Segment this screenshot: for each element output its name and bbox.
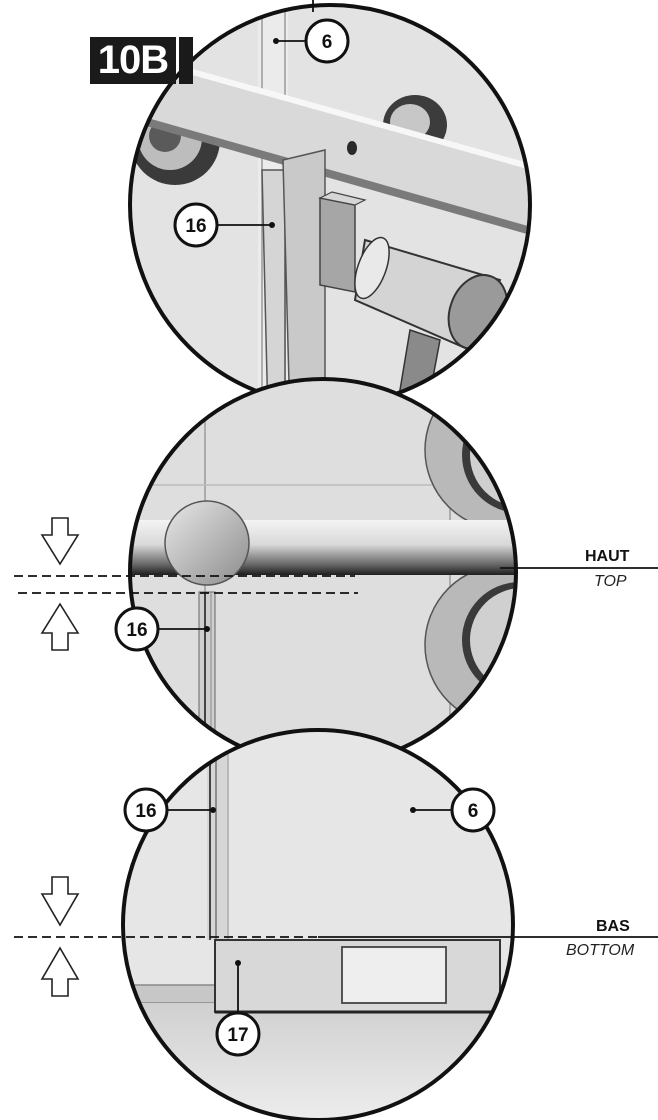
- bottom-label-english: BOTTOM: [566, 942, 635, 959]
- callout-label: 17: [227, 1025, 248, 1046]
- callout-6-top: 6: [273, 18, 350, 64]
- alignment-arrows: [40, 517, 80, 997]
- bottom-label-french: BAS: [596, 918, 630, 935]
- callout-16-top: 16: [173, 202, 275, 248]
- callout-16-middle: 16: [114, 606, 210, 652]
- callout-6-bottom: 6: [410, 787, 496, 833]
- step-badge-bar: [179, 37, 193, 84]
- top-label-french: HAUT: [585, 548, 630, 565]
- detail-circle-top: [128, 3, 532, 407]
- step-number-badge: 10B: [90, 37, 176, 84]
- callout-label: 16: [126, 620, 147, 641]
- top-label-english: TOP: [594, 573, 627, 590]
- callout-17: 17: [215, 960, 261, 1057]
- detail-circle-bottom: [121, 728, 515, 1120]
- callout-label: 16: [185, 216, 206, 237]
- level-lines: [14, 0, 658, 938]
- detail-circle-middle: [128, 377, 518, 767]
- callout-label: 16: [135, 801, 156, 822]
- callout-label: 6: [322, 32, 333, 53]
- callout-label: 6: [468, 801, 479, 822]
- callout-16-bottom: 16: [123, 787, 216, 833]
